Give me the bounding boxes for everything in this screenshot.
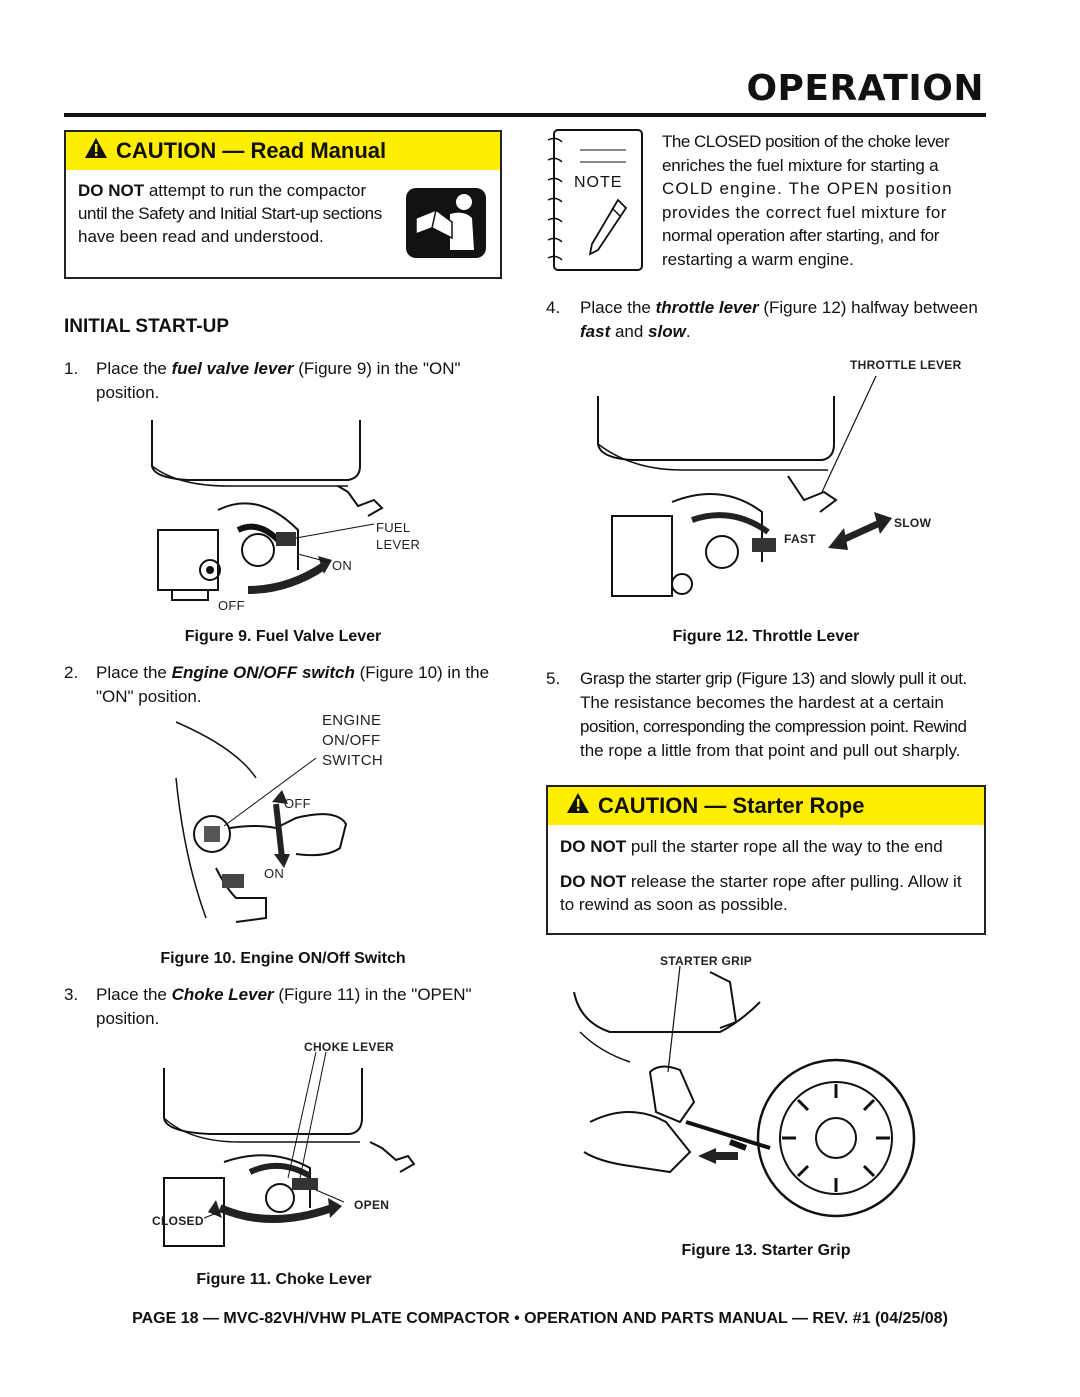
- fig9-label-off: OFF: [218, 598, 245, 613]
- caution-starter-rope-header: CAUTION — Starter Rope: [548, 787, 984, 825]
- figure-11-choke-lever: CHOKE LEVER CLOSED OPEN: [150, 1038, 416, 1260]
- header-rule: [64, 113, 986, 117]
- figure-10-caption: Figure 10. Engine ON/Off Switch: [160, 950, 406, 967]
- figure-13-caption: Figure 13. Starter Grip: [681, 1242, 851, 1259]
- fig10-label-engine: ENGINE: [322, 712, 382, 729]
- note-text: The CLOSED position of the choke lever e…: [662, 132, 953, 269]
- fig12-label-slow: SLOW: [894, 516, 932, 530]
- fig10-label-onoff: ON/OFF: [322, 732, 381, 749]
- page-title: OPERATION: [746, 68, 984, 109]
- fig12-label-throttle: THROTTLE LEVER: [850, 358, 962, 372]
- step-1: 1. Place the fuel valve lever (Figure 9)…: [64, 359, 461, 402]
- read-manual-icon: [406, 188, 486, 263]
- fig11-label-choke-lever: CHOKE LEVER: [304, 1040, 394, 1054]
- engine-switch-illustration: [175, 721, 348, 923]
- warning-icon: [566, 792, 590, 820]
- caution-starter-rope-p2: DO NOT release the starter rope after pu…: [560, 872, 962, 914]
- caution-starter-rope-title: CAUTION — Starter Rope: [598, 793, 865, 818]
- choke-lever-illustration: [163, 1051, 416, 1247]
- caution-starter-rope-box: CAUTION — Starter Rope DO NOT pull the s…: [546, 785, 986, 935]
- fuel-valve-illustration: [151, 420, 384, 601]
- figure-9-caption: Figure 9. Fuel Valve Lever: [184, 628, 382, 645]
- warning-icon: [84, 137, 108, 165]
- step-2: 2. Place the Engine ON/OFF switch (Figur…: [64, 663, 490, 706]
- fig9-label-lever: LEVER: [376, 537, 421, 552]
- figure-13-starter-grip: STARTER GRIP: [570, 952, 950, 1222]
- fig10-label-on: ON: [264, 866, 285, 881]
- fig10-label-off: OFF: [284, 796, 311, 811]
- fig12-label-fast: FAST: [784, 532, 816, 546]
- fig10-label-switch: SWITCH: [322, 752, 383, 769]
- figure-12-caption: Figure 12. Throttle Lever: [672, 628, 860, 645]
- caution-read-manual-header: CAUTION — Read Manual: [66, 132, 500, 170]
- step-5: 5. Grasp the starter grip (Figure 13) an…: [546, 669, 967, 760]
- figure-11-caption: Figure 11. Choke Lever: [196, 1271, 372, 1288]
- fig11-label-closed: CLOSED: [152, 1214, 204, 1228]
- starter-grip-illustration: [573, 965, 916, 1218]
- fig9-label-on: ON: [332, 558, 353, 573]
- fig13-label-starter-grip: STARTER GRIP: [660, 954, 753, 968]
- caution-read-manual-text: DO NOT attempt to run the compactor unti…: [78, 181, 382, 246]
- figure-12-throttle-lever: THROTTLE LEVER FAST SLOW: [592, 352, 980, 614]
- initial-startup-heading: INITIAL START-UP: [64, 316, 230, 337]
- fig9-label-fuel: FUEL: [376, 520, 411, 535]
- note-notebook-icon: NOTE: [546, 128, 644, 272]
- caution-read-manual-title: CAUTION — Read Manual: [116, 138, 387, 163]
- figure-10-engine-switch: ENGINE ON/OFF SWITCH OFF ON: [175, 708, 406, 936]
- note-icon-label: NOTE: [574, 174, 623, 191]
- page-footer: PAGE 18 — MVC-82VH/VHW PLATE COMPACTOR •…: [132, 1310, 948, 1327]
- caution-starter-rope-p1: DO NOT pull the starter rope all the way…: [560, 837, 943, 856]
- step-4: 4. Place the throttle lever (Figure 12) …: [546, 298, 978, 341]
- throttle-lever-illustration: [597, 375, 892, 597]
- caution-read-manual-box: CAUTION — Read Manual DO NOT attempt to …: [64, 130, 502, 279]
- figure-9-fuel-valve: FUEL LEVER ON OFF: [148, 420, 448, 616]
- step-3: 3. Place the Choke Lever (Figure 11) in …: [64, 985, 472, 1028]
- fig11-label-open: OPEN: [354, 1198, 390, 1212]
